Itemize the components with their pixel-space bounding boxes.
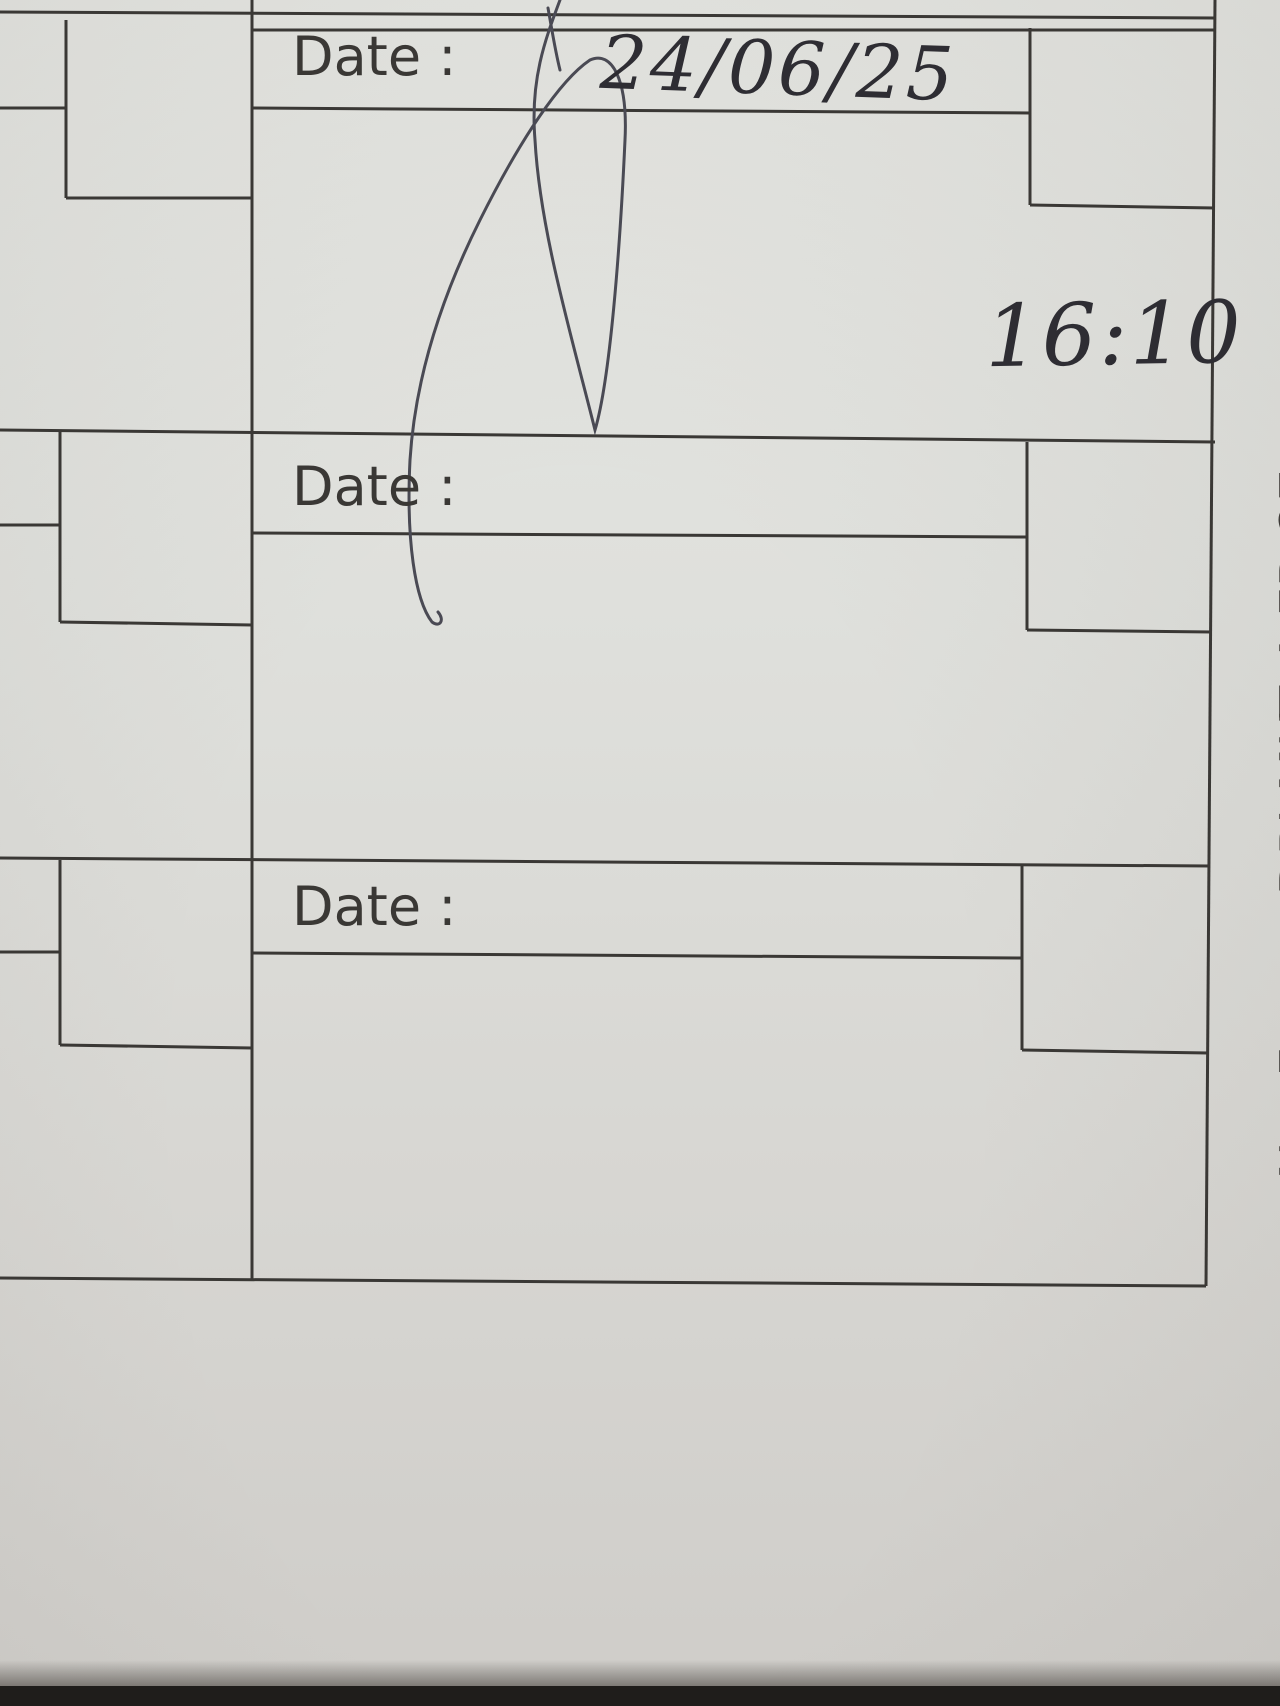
row3-left-box-bottom [59, 1043, 253, 1050]
date-label-row-3: Date : [292, 875, 457, 938]
row2-left-box-bottom [59, 620, 253, 627]
row2-bottom-line [0, 856, 1211, 868]
date-label-row-2: Date : [292, 455, 457, 518]
row2-date-bottom [251, 531, 1028, 539]
handwritten-date: 24/06/25 [598, 19, 958, 119]
handwritten-time: 16:10 [984, 282, 1244, 388]
row3-right-box-bottom [1021, 1048, 1209, 1055]
photo-bottom-edge [0, 1686, 1280, 1706]
signature-icon [407, 0, 627, 626]
row2-right-box-bottom [1026, 628, 1213, 634]
row1-bottom-line [0, 428, 1216, 444]
row1-right-box-bottom [1029, 203, 1216, 210]
right-border-line [1204, 0, 1217, 1287]
row1-date-bottom [251, 106, 1031, 115]
top-border-line [0, 10, 1216, 20]
date-label-row-1: Date : [292, 25, 457, 88]
form-number-text: No. Form : DPI.MKT 4-FR 27 [1270, 469, 1280, 1181]
row3-date-bottom [251, 951, 1023, 960]
row3-bottom-line [0, 1276, 1207, 1288]
photo-edge-shadow [0, 1660, 1280, 1686]
